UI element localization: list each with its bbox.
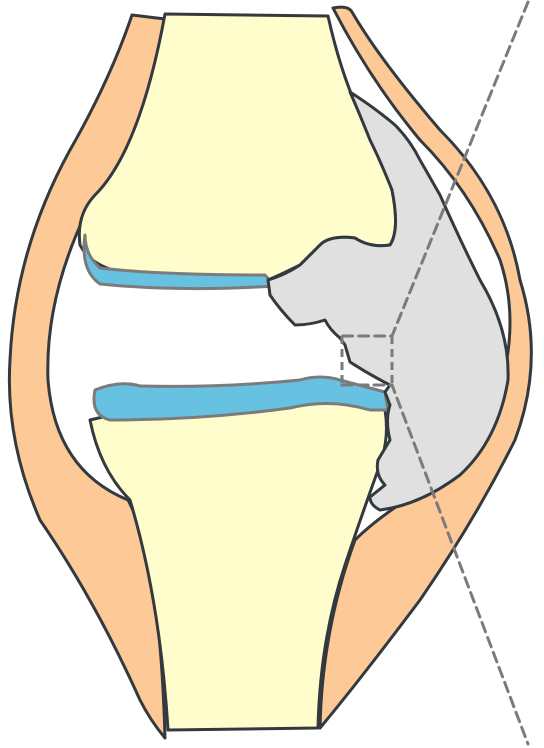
joint-diagram bbox=[0, 0, 544, 748]
